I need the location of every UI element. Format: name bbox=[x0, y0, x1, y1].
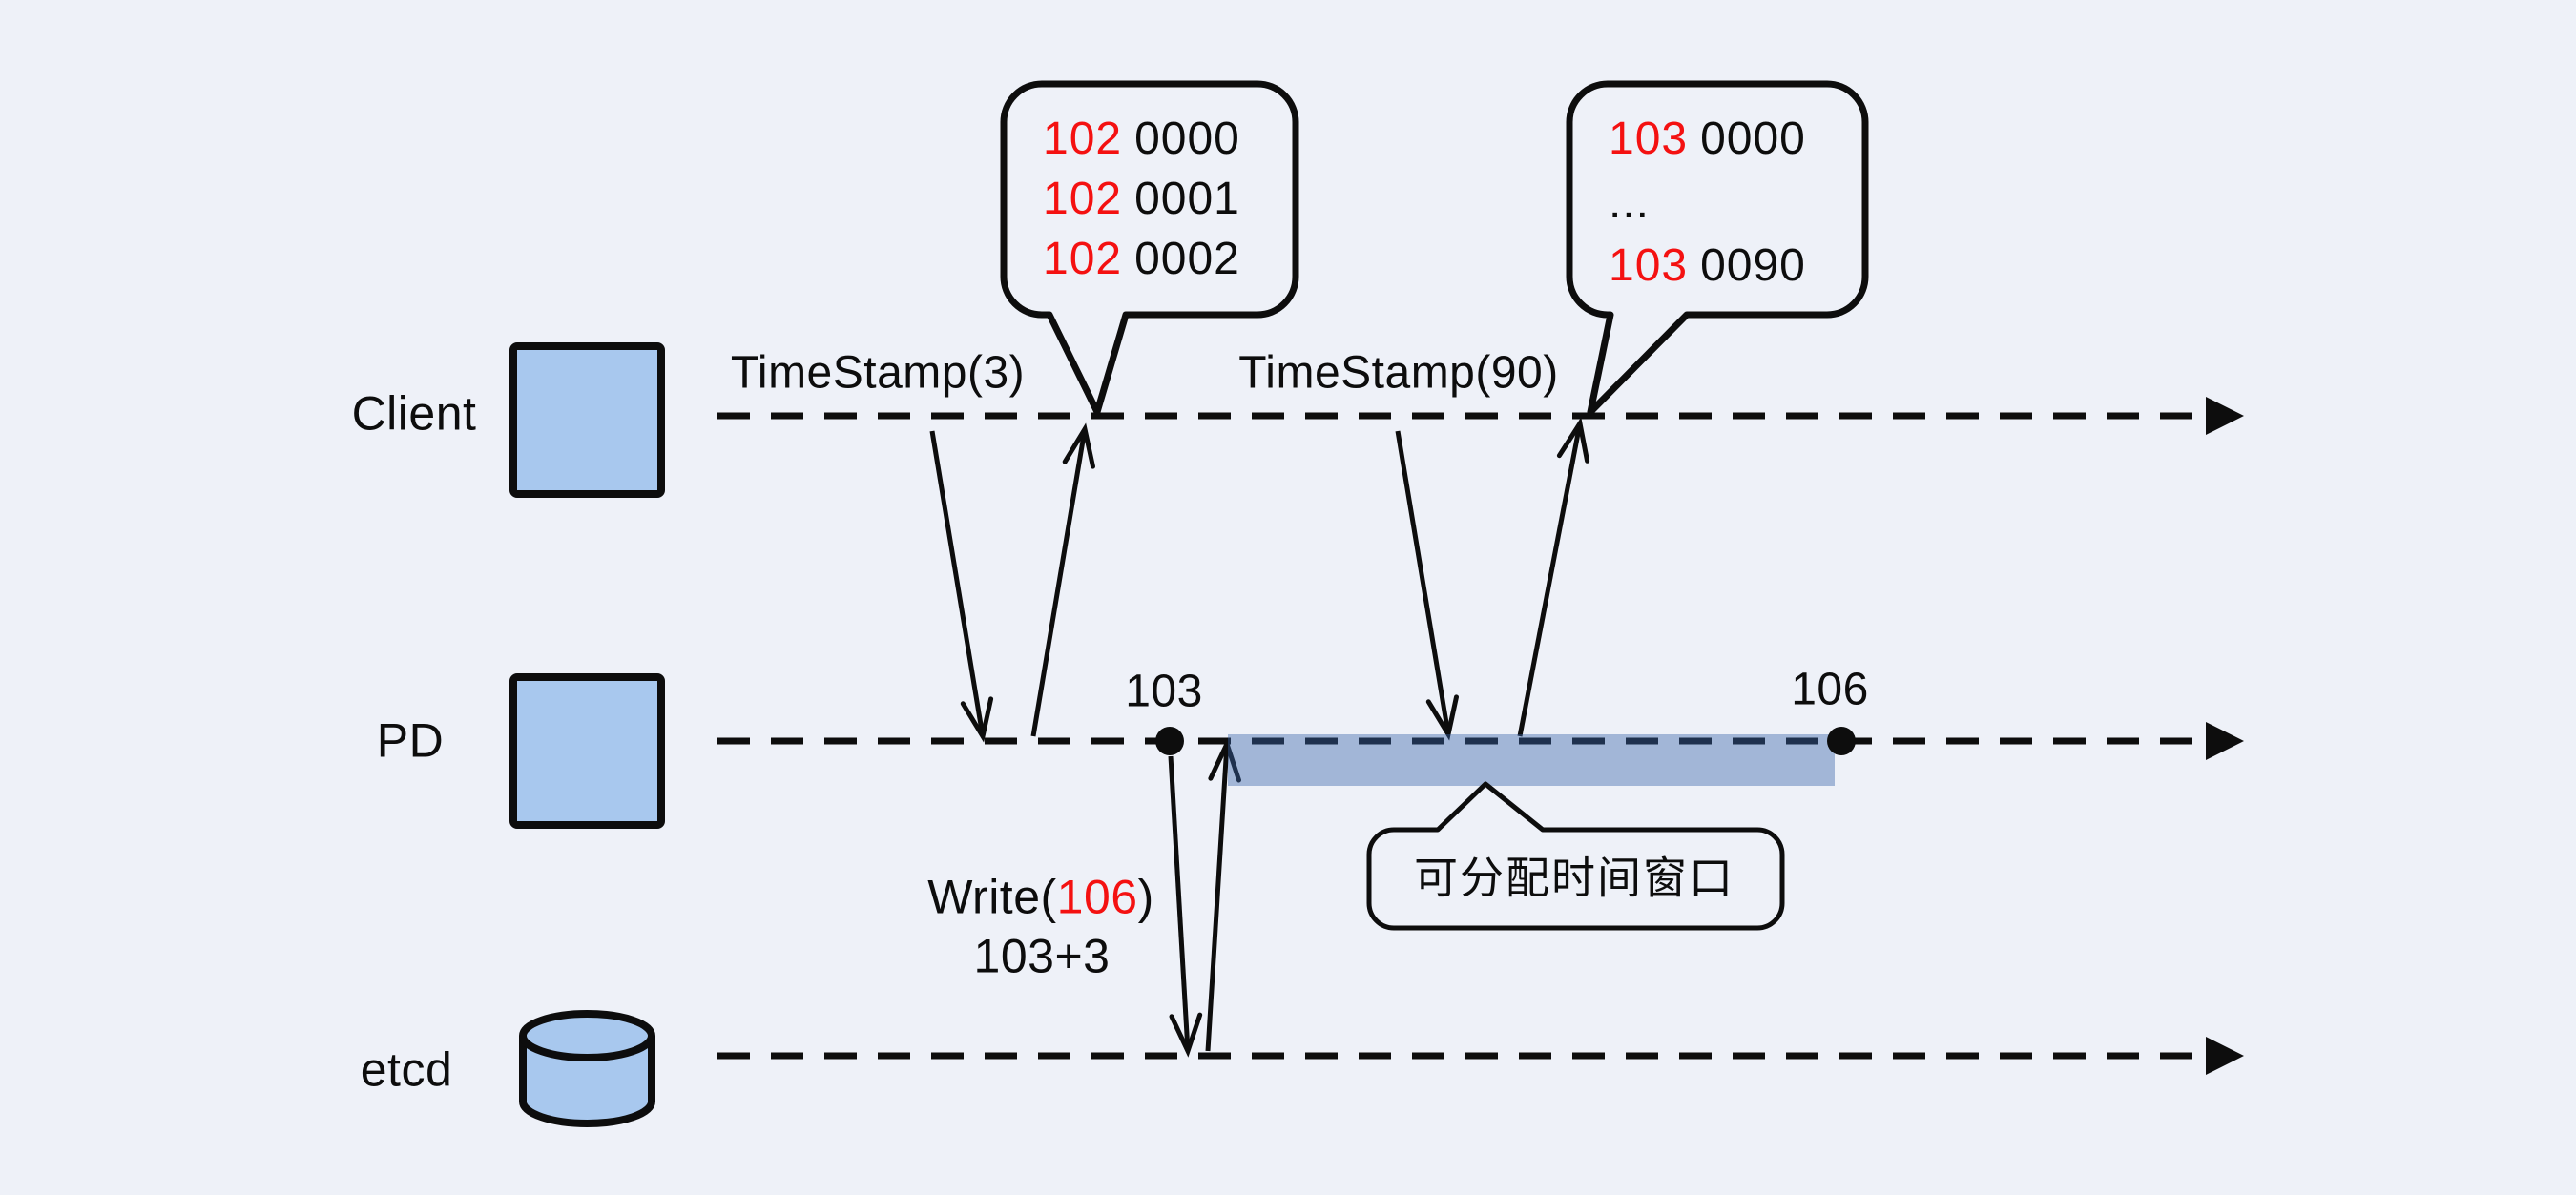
tso-rest: 0090 bbox=[1700, 240, 1806, 291]
arrow-client-to-pd-2-head bbox=[1425, 694, 1459, 741]
write-sub-label: 103+3 bbox=[973, 929, 1111, 983]
tso-bubble-2-line: 103 0000 bbox=[1609, 109, 1806, 169]
tso-hi: 102 bbox=[1043, 113, 1123, 164]
tso-bubble-2 bbox=[1566, 80, 1869, 416]
tso-bubble-1-line: 102 0000 bbox=[1043, 109, 1240, 169]
arrow-pd-to-etcd-head bbox=[1169, 1012, 1203, 1058]
time-window-callout bbox=[1366, 781, 1785, 931]
pd-point-label-106: 106 bbox=[1791, 664, 1869, 715]
tso-hi: 103 bbox=[1609, 240, 1689, 291]
lane-label-pd: PD bbox=[376, 713, 445, 768]
lane-label-client: Client bbox=[351, 386, 477, 441]
tso-hi: 103 bbox=[1609, 113, 1689, 164]
tso-rest: 0002 bbox=[1134, 234, 1240, 284]
tso-rest: 0001 bbox=[1134, 174, 1240, 224]
arrow-pd-to-client-1-shaft bbox=[1030, 428, 1088, 737]
arrow-pd-to-client-1-head bbox=[1062, 422, 1095, 469]
lane-arrowhead-pd bbox=[2206, 722, 2244, 760]
arrow-pd-to-etcd-shaft bbox=[1168, 755, 1191, 1052]
ellipsis: ... bbox=[1609, 176, 1651, 228]
tso-rest: 0000 bbox=[1134, 113, 1240, 164]
write-prefix: Write( bbox=[927, 870, 1057, 924]
tso-hi: 102 bbox=[1043, 174, 1123, 224]
tso-hi: 102 bbox=[1043, 234, 1123, 284]
arrow-pd-to-client-2-head bbox=[1556, 417, 1590, 464]
client-box bbox=[509, 342, 665, 498]
tso-bubble-2-text: 103 0000 ... 103 0090 bbox=[1609, 109, 1806, 296]
tso-rest: 0000 bbox=[1700, 113, 1806, 164]
pd-dot-106 bbox=[1827, 727, 1856, 755]
tso-bubble-2-line: ... bbox=[1609, 169, 1806, 236]
pd-dot-103 bbox=[1155, 727, 1184, 755]
tso-bubble-1-line: 102 0001 bbox=[1043, 169, 1240, 229]
arrow-pd-to-client-2-shaft bbox=[1517, 422, 1583, 737]
arrow-client-to-pd-1-head bbox=[960, 696, 994, 743]
tso-bubble-1 bbox=[1000, 80, 1299, 416]
time-window-band bbox=[1228, 734, 1835, 786]
write-value: 106 bbox=[1056, 870, 1138, 924]
lane-arrowhead-etcd bbox=[2206, 1037, 2244, 1075]
callout-label: 可分配时间窗口 bbox=[1414, 853, 1735, 903]
pd-box bbox=[509, 673, 665, 829]
write-label: Write(106) bbox=[927, 870, 1154, 924]
tso-bubble-2-line: 103 0090 bbox=[1609, 236, 1806, 296]
timestamp3-label: TimeStamp(3) bbox=[730, 347, 1026, 399]
lane-label-etcd: etcd bbox=[360, 1042, 453, 1097]
pd-point-label-103: 103 bbox=[1125, 666, 1203, 717]
lane-arrowhead-client bbox=[2206, 397, 2244, 435]
tso-bubble-1-line: 102 0002 bbox=[1043, 229, 1240, 289]
arrow-etcd-to-pd-shaft bbox=[1205, 743, 1230, 1052]
arrow-client-to-pd-2-shaft bbox=[1395, 430, 1451, 735]
etcd-cylinder-top bbox=[519, 1010, 655, 1061]
write-suffix: ) bbox=[1137, 870, 1154, 924]
arrow-etcd-to-pd-head bbox=[1208, 737, 1241, 783]
arrow-client-to-pd-1-shaft bbox=[929, 430, 986, 737]
tso-bubble-1-text: 102 0000 102 0001 102 0002 bbox=[1043, 109, 1240, 289]
timestamp90-label: TimeStamp(90) bbox=[1238, 347, 1559, 399]
